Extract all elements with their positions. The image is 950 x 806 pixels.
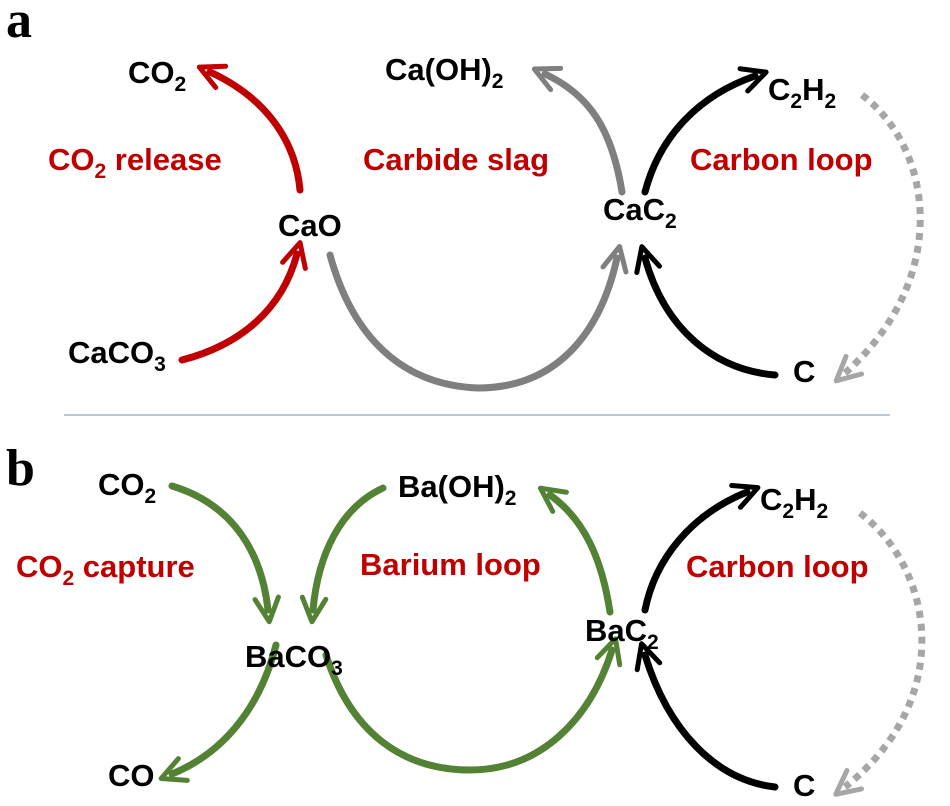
arrow-baoh2-to-baco3: [299, 484, 387, 625]
arrow-baco3-to-bac2: [322, 636, 623, 774]
species-c2h2-b: C2H2: [760, 482, 828, 523]
label-carbon-loop-b: Carbon loop: [686, 549, 869, 584]
arrow-bac2-to-baoh2: [537, 485, 614, 616]
species-c2h2-a: C2H2: [768, 72, 836, 113]
species-bac2: BaC2: [585, 613, 659, 654]
species-cao: CaO: [278, 208, 342, 243]
species-caco3: CaCO3: [68, 335, 166, 376]
species-co2-a: CO2: [128, 55, 186, 96]
label-carbon-loop-a: Carbon loop: [690, 142, 873, 177]
species-co: CO: [108, 758, 155, 793]
arrow-c-to-bac2: [634, 641, 779, 791]
species-caoh2: Ca(OH)2: [385, 52, 503, 93]
arrow-cac2-to-caoh2: [531, 65, 626, 196]
dotted-arrow-c2h2-to-c: [833, 92, 924, 384]
species-c-b: C: [793, 768, 815, 803]
label-carbide-slag: Carbide slag: [363, 142, 549, 177]
species-co2-b: CO2: [98, 467, 156, 508]
label-co2-release: CO2 release: [48, 142, 222, 183]
arrow-c-to-cac2: [634, 244, 779, 379]
species-cac2: CaC2: [603, 192, 677, 233]
label-barium-loop: Barium loop: [360, 547, 541, 582]
species-baoh2: Ba(OH)2: [398, 469, 516, 510]
arrow-cao-to-cac2: [326, 244, 629, 392]
label-co2-capture: CO2 capture: [16, 549, 195, 590]
dotted-arrow-c2h2-to-c-b: [833, 510, 926, 797]
species-c-a: C: [793, 354, 815, 389]
arrow-cao-to-co2: [196, 63, 304, 194]
arrow-bac2-to-c2h2: [641, 483, 761, 614]
panel-b-letter: b: [6, 440, 35, 497]
arrow-cac2-to-c2h2: [641, 66, 769, 196]
arrow-co2-to-baco3: [168, 482, 281, 625]
arrow-baco3-to-co: [158, 641, 280, 783]
species-baco3: BaCO3: [245, 639, 343, 680]
panel-a-letter: a: [6, 0, 32, 49]
arrow-caco3-to-cao: [178, 240, 308, 364]
